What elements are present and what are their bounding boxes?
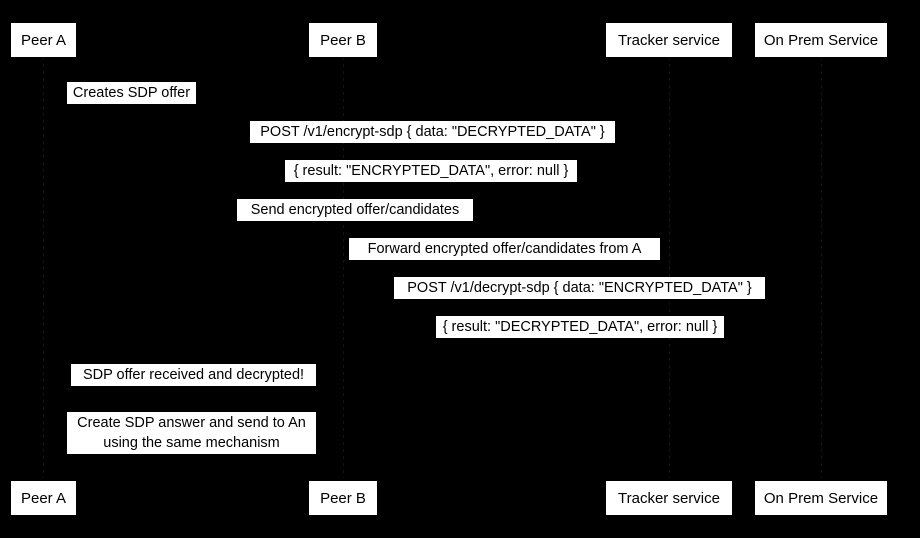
message-label-msg-9[interactable]: Create SDP answer and send to An using th… <box>67 412 316 454</box>
lifeline-peer-a <box>43 57 44 478</box>
participant-label: Peer B <box>320 31 366 49</box>
message-label-msg-3[interactable]: { result: "ENCRYPTED_DATA", error: null … <box>285 160 577 182</box>
message-line-1: Create SDP answer and send to An <box>77 415 306 431</box>
participant-tracker-service-top[interactable]: Tracker service <box>605 22 733 58</box>
message-line-2: using the same mechanism <box>103 435 280 451</box>
participant-on-prem-service-top[interactable]: On Prem Service <box>754 22 888 58</box>
participant-tracker-service-bottom[interactable]: Tracker service <box>605 480 733 516</box>
participant-peer-b-bottom[interactable]: Peer B <box>308 480 378 516</box>
participant-label: Peer A <box>20 31 67 49</box>
lifeline-tracker-service <box>668 57 670 478</box>
message-label-msg-2[interactable]: POST /v1/encrypt-sdp { data: "DECRYPTED_… <box>250 121 615 143</box>
message-label-msg-1[interactable]: Creates SDP offer <box>67 82 196 104</box>
participant-label: On Prem Service <box>763 489 879 507</box>
lifeline-on-prem-service <box>820 57 822 478</box>
participant-label: Tracker service <box>618 31 720 49</box>
participant-peer-b-top[interactable]: Peer B <box>308 22 378 58</box>
message-label-msg-6[interactable]: POST /v1/decrypt-sdp { data: "ENCRYPTED_… <box>394 277 765 299</box>
participant-label: Tracker service <box>618 489 720 507</box>
message-label-msg-4[interactable]: Send encrypted offer/candidates <box>237 199 473 221</box>
participant-on-prem-service-bottom[interactable]: On Prem Service <box>754 480 888 516</box>
participant-peer-a-bottom[interactable]: Peer A <box>10 480 77 516</box>
participant-label: Peer B <box>320 489 366 507</box>
participant-label: On Prem Service <box>763 31 879 49</box>
participant-label: Peer A <box>20 489 67 507</box>
message-label-msg-8[interactable]: SDP offer received and decrypted! <box>71 364 316 386</box>
message-label-msg-5[interactable]: Forward encrypted offer/candidates from … <box>349 238 660 260</box>
message-label-msg-7[interactable]: { result: "DECRYPTED_DATA", error: null … <box>436 316 724 338</box>
participant-peer-a-top[interactable]: Peer A <box>10 22 77 58</box>
lifeline-peer-b <box>342 57 344 478</box>
